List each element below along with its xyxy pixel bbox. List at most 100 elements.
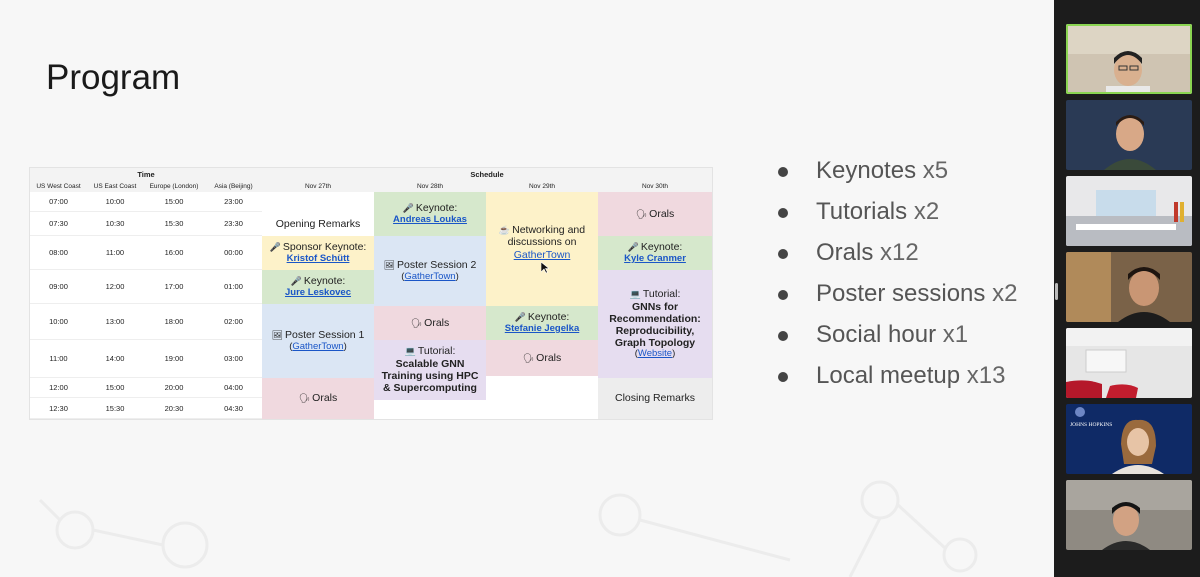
time-cell: 09:00 (49, 282, 68, 291)
time-cell: 15:30 (164, 219, 184, 228)
schedule-header: Schedule (470, 170, 504, 179)
nov28-orals-cell: 🗣Orals (374, 306, 486, 340)
coffee-icon: ☕ (498, 224, 511, 235)
highlight-item: Poster sessions x2 (778, 279, 1048, 308)
participant-video (1066, 480, 1192, 550)
nov28-tutorial-title: Scalable GNN Training using HPC & Superc… (381, 358, 479, 395)
time-row-divider (30, 269, 262, 270)
nov28-keynote-label: Keynote: (415, 202, 458, 215)
participant-video (1066, 176, 1192, 246)
highlight-item: Tutorials x2 (778, 197, 1048, 226)
time-row-divider (30, 235, 262, 236)
day-nov30: Nov 30th (641, 183, 669, 190)
bullet-dot-icon (778, 290, 788, 300)
mouse-cursor-icon (541, 262, 549, 274)
slide-title: Program (46, 58, 181, 97)
time-cell: 15:00 (105, 383, 125, 392)
time-row-divider (30, 339, 262, 340)
nov29-keynote-cell: 🎤Keynote: Stefanie Jegelka (486, 306, 598, 340)
participant-video (1066, 328, 1192, 398)
video-tile-2[interactable] (1066, 100, 1192, 170)
nov30-keynote-link[interactable]: Kyle Cranmer (624, 253, 686, 264)
nov29-keynote-link[interactable]: Stefanie Jegelka (504, 323, 580, 334)
bullet-dot-icon (778, 249, 788, 259)
time-cell: 19:00 (164, 354, 184, 363)
time-cell: 15:30 (105, 403, 125, 413)
participant-video: JOHNS HOPKINS (1066, 404, 1192, 474)
time-cell: 12:00 (105, 282, 125, 291)
nov30-website-open: ( (634, 348, 638, 360)
time-cell: 07:00 (49, 197, 68, 206)
nov27-sponsor-label: Sponsor Keynote: (282, 241, 367, 254)
nov28-gathertown-link[interactable]: GatherTown (404, 271, 456, 282)
day-nov27: Nov 27th (304, 183, 332, 190)
nov27-sponsor-cell: 🎤Sponsor Keynote: Kristof Schütt (262, 236, 374, 270)
participant-video (1066, 252, 1192, 322)
video-tile-1[interactable] (1066, 24, 1192, 94)
nov27-poster-close: ) (343, 341, 347, 352)
laptop-icon: 💻 (404, 346, 416, 357)
zone-us-east: US East Coast (93, 183, 137, 190)
panel-resize-handle[interactable] (1055, 283, 1058, 300)
time-cell: 00:00 (224, 248, 243, 257)
nov30-closing-cell: Closing Remarks (598, 378, 712, 419)
time-cell: 04:00 (224, 383, 243, 392)
laptop-icon: 💻 (629, 288, 641, 299)
time-cell: 14:00 (105, 354, 125, 363)
time-cell: 17:00 (164, 282, 184, 291)
nov30-orals-text: Orals (649, 207, 675, 220)
video-tile-6[interactable]: JOHNS HOPKINS (1066, 404, 1192, 474)
nov28-poster-open: ( (401, 271, 405, 282)
time-header: Time (137, 170, 155, 179)
time-cell: 10:00 (49, 317, 68, 326)
poster-icon: 🖼 (271, 330, 284, 341)
time-cell: 10:30 (105, 219, 125, 228)
time-cell: 18:00 (164, 317, 184, 326)
highlight-count: x2 (913, 198, 940, 225)
nov30-keynote-cell: 🎤Keynote: Kyle Cranmer (598, 236, 712, 270)
highlight-item: Local meetup x13 (778, 361, 1048, 390)
nov28-keynote-cell: 🎤Keynote: Andreas Loukas (374, 192, 486, 236)
time-cell: 01:00 (224, 282, 243, 291)
time-cell: 11:00 (49, 354, 68, 363)
nov27-keynote-label: Keynote: (303, 275, 346, 288)
highlight-text: Poster sessions (816, 280, 986, 307)
nov29-orals-cell: 🗣Orals (486, 340, 598, 376)
nov30-tutorial-title: GNNs for Recommendation: Reproducibility… (609, 300, 701, 350)
nov27-sponsor-link[interactable]: Kristof Schütt (286, 253, 350, 264)
nov27-gathertown-link[interactable]: GatherTown (292, 341, 344, 352)
nov27-keynote-cell: 🎤Keynote: Jure Leskovec (262, 270, 374, 304)
highlight-item: Keynotes x5 (778, 156, 1048, 185)
highlight-item: Social hour x1 (778, 320, 1048, 349)
video-tile-7[interactable] (1066, 480, 1192, 550)
nov29-networking-text: Networking and discussions on (507, 223, 586, 249)
nov30-tutorial-label: Tutorial: (642, 287, 681, 300)
microphone-icon: 🎤 (514, 312, 526, 323)
time-cell: 04:30 (224, 403, 243, 413)
highlight-text: Orals (816, 239, 874, 266)
highlight-item: Orals x12 (778, 238, 1048, 267)
time-row-divider (30, 211, 262, 212)
nov28-keynote-link[interactable]: Andreas Loukas (393, 214, 467, 225)
nov28-poster-label: Poster Session 2 (397, 259, 477, 272)
nov30-tutorial-cell: 💻Tutorial: GNNs for Recommendation: Repr… (598, 270, 712, 378)
microphone-icon: 🎤 (627, 242, 639, 253)
nov30-website-link[interactable]: Website (637, 348, 673, 360)
video-tile-5[interactable] (1066, 328, 1192, 398)
nov29-gathertown-link[interactable]: GatherTown (513, 249, 571, 262)
nov27-keynote-link[interactable]: Jure Leskovec (284, 287, 351, 298)
nov27-orals-cell: 🗣Orals (262, 378, 374, 419)
orals-icon: 🗣 (522, 352, 535, 363)
nov30-orals-cell: 🗣Orals (598, 192, 712, 236)
video-tile-4[interactable] (1066, 252, 1192, 322)
network-background-graphic (38, 480, 978, 577)
participant-video (1066, 24, 1192, 94)
nov28-poster-close: ) (455, 271, 459, 282)
video-tile-3[interactable] (1066, 176, 1192, 246)
participant-video (1066, 100, 1192, 170)
highlight-count: x5 (922, 157, 949, 184)
johns-hopkins-logo: JOHNS HOPKINS (1070, 422, 1112, 428)
time-cell: 08:00 (49, 248, 68, 257)
bullet-dot-icon (778, 331, 788, 341)
bullet-dot-icon (778, 167, 788, 177)
